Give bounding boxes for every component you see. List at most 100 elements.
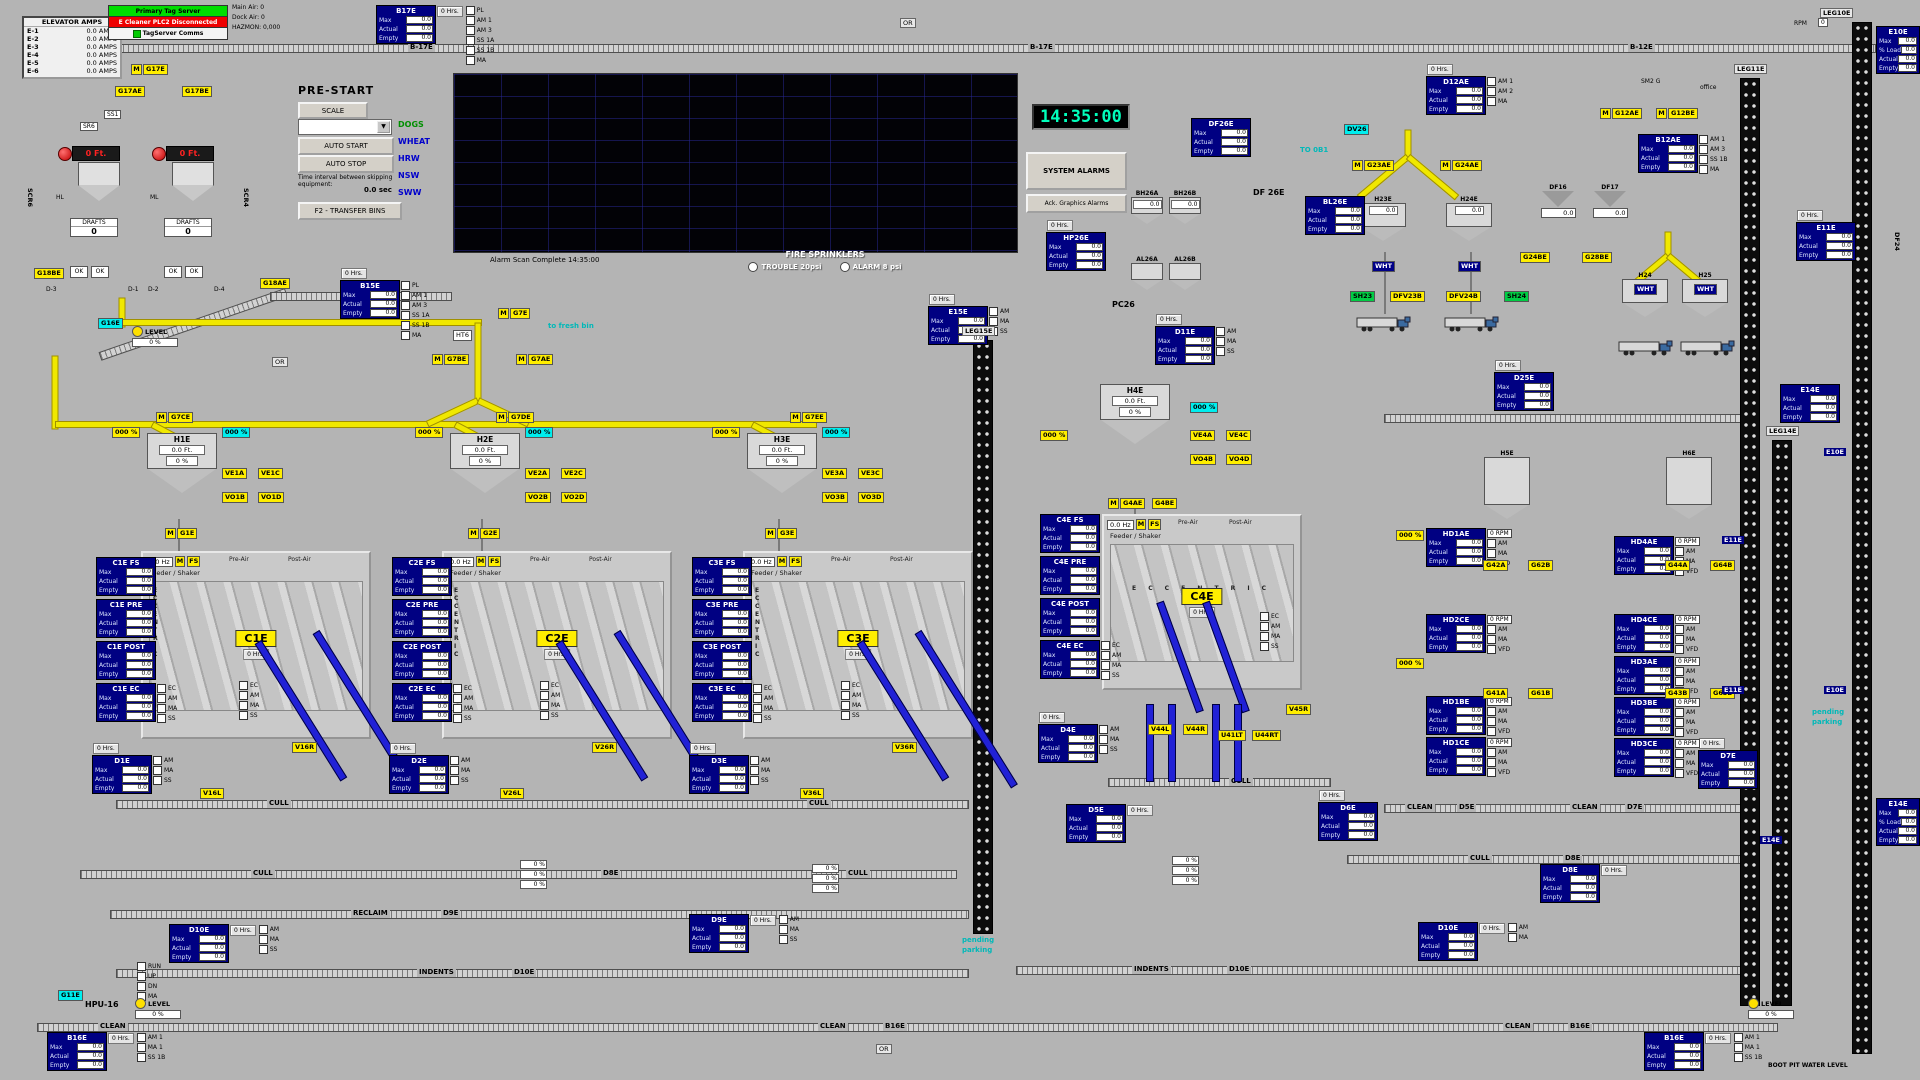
tag-vo1d[interactable]: VO1D xyxy=(258,492,285,503)
tag-wht[interactable]: WHT xyxy=(1634,284,1658,295)
motor-tag[interactable]: M xyxy=(1600,108,1611,119)
tag-dfv23b[interactable]: DFV23B xyxy=(1390,291,1425,302)
tag-dfv24b[interactable]: DFV24B xyxy=(1446,291,1481,302)
checkbox-icon[interactable] xyxy=(157,694,166,703)
checkbox-icon[interactable] xyxy=(1260,612,1269,621)
checkbox-icon[interactable] xyxy=(401,311,410,320)
motor-tag[interactable]: M xyxy=(165,528,176,539)
hopper-h6e[interactable]: H6E xyxy=(1666,450,1712,519)
tag-ve2c[interactable]: VE2C xyxy=(561,468,586,479)
checkbox-icon[interactable] xyxy=(1101,641,1110,650)
tag-ht6[interactable]: HT6 xyxy=(453,330,472,341)
conveyor-belt[interactable] xyxy=(1384,414,1741,423)
motor-tag[interactable]: M xyxy=(498,308,509,319)
checkbox-icon[interactable] xyxy=(153,776,162,785)
checkbox-icon[interactable] xyxy=(540,681,549,690)
scale-button[interactable]: SCALE xyxy=(298,102,368,119)
hopper-h5e[interactable]: H5E xyxy=(1484,450,1530,519)
checkbox-icon[interactable] xyxy=(753,714,762,723)
checkbox-icon[interactable] xyxy=(1675,769,1684,778)
or-selector[interactable]: OR xyxy=(876,1044,892,1054)
bucket-elevator-leg[interactable] xyxy=(1772,440,1792,1006)
checkbox-icon[interactable] xyxy=(1260,642,1269,651)
tag-g42a[interactable]: G42A xyxy=(1483,560,1509,571)
checkbox-icon[interactable] xyxy=(1487,727,1496,736)
motor-tag[interactable]: M xyxy=(1135,519,1147,530)
tag-ve1c[interactable]: VE1C xyxy=(258,468,283,479)
motor-tag[interactable]: M xyxy=(765,528,776,539)
tag-dv26[interactable]: DV26 xyxy=(1344,124,1370,135)
checkbox-icon[interactable] xyxy=(1487,635,1496,644)
checkbox-icon[interactable] xyxy=(1675,547,1684,556)
checkbox-icon[interactable] xyxy=(540,691,549,700)
tag-ve3c[interactable]: VE3C xyxy=(858,468,883,479)
checkbox-icon[interactable] xyxy=(1487,539,1496,548)
checkbox-icon[interactable] xyxy=(778,925,788,934)
checkbox-icon[interactable] xyxy=(1487,717,1496,726)
checkbox-icon[interactable] xyxy=(1216,327,1225,336)
checkbox-icon[interactable] xyxy=(258,945,268,954)
checkbox-icon[interactable] xyxy=(1216,337,1225,346)
checkbox-icon[interactable] xyxy=(450,776,459,785)
checkbox-icon[interactable] xyxy=(136,1043,146,1052)
feeder-tag[interactable]: FS xyxy=(1148,519,1162,530)
checkbox-icon[interactable] xyxy=(401,321,410,330)
grain-type-nsw[interactable]: NSW xyxy=(398,171,420,180)
motor-tag[interactable]: M xyxy=(516,354,527,365)
bucket-elevator-leg[interactable] xyxy=(1852,22,1872,1054)
checkbox-icon[interactable] xyxy=(258,925,268,934)
sprinkler-status[interactable]: TROUBLE 20psi xyxy=(748,262,822,272)
checkbox-icon[interactable] xyxy=(1507,933,1517,942)
checkbox-icon[interactable] xyxy=(841,701,850,710)
checkbox-icon[interactable] xyxy=(778,935,788,944)
checkbox-icon[interactable] xyxy=(1507,923,1517,932)
tag-g62b[interactable]: G62B xyxy=(1528,560,1554,571)
checkbox-icon[interactable] xyxy=(239,681,248,690)
checkbox-icon[interactable] xyxy=(137,972,146,981)
tag-v26r[interactable]: V26R xyxy=(592,742,618,753)
checkbox-icon[interactable] xyxy=(157,704,166,713)
tag-g61b[interactable]: G61B xyxy=(1528,688,1554,699)
feeder-tag[interactable]: FS xyxy=(789,556,803,567)
ack-graphics-alarms-button[interactable]: Ack. Graphics Alarms xyxy=(1026,194,1127,213)
checkbox-icon[interactable] xyxy=(258,935,268,944)
checkbox-icon[interactable] xyxy=(753,684,762,693)
tag-ve4a[interactable]: VE4A xyxy=(1190,430,1216,441)
checkbox-icon[interactable] xyxy=(1733,1043,1743,1052)
grain-type-dogs[interactable]: DOGS xyxy=(398,120,424,129)
checkbox-icon[interactable] xyxy=(1487,758,1496,767)
checkbox-icon[interactable] xyxy=(239,691,248,700)
tag-ve1a[interactable]: VE1A xyxy=(222,468,248,479)
motor-tag[interactable]: M xyxy=(496,412,507,423)
tag-g11e[interactable]: G11E xyxy=(58,990,83,1001)
tag-v36r[interactable]: V36R xyxy=(892,742,918,753)
